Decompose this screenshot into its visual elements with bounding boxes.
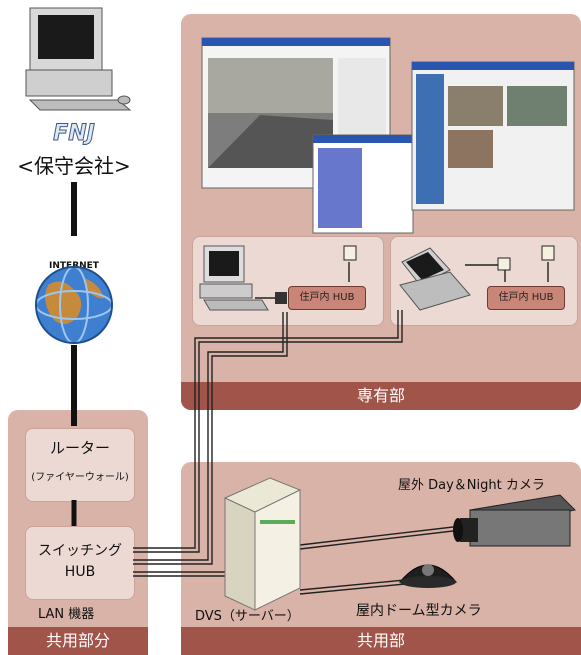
switching-hub-label-line1: スイッチング [38, 543, 122, 559]
indoor-camera-label: 屋内ドーム型カメラ [356, 603, 482, 619]
private-area-title: 専有部 [356, 386, 405, 405]
lan-area-title: 共用部分 [45, 631, 110, 650]
unit-left-wall-jack-icon [343, 245, 357, 261]
fnj-logo: FNJ [53, 121, 95, 146]
lan-cables [133, 262, 549, 595]
unit-right-hub-label: 住戸内 HUB [498, 292, 554, 303]
router-label: ルーター [49, 439, 110, 457]
server-label: DVS（サーバー） [195, 609, 300, 624]
dome-camera-icon [398, 564, 458, 588]
outdoor-camera-label: 屋外 Day＆Night カメラ [398, 478, 545, 493]
unit-left-hub-label: 住戸内 HUB [299, 292, 355, 303]
router-box [25, 428, 135, 502]
internet-label: INTERNET [49, 261, 100, 271]
unit-right-laptop-icon [399, 247, 471, 311]
globe-icon [35, 266, 113, 344]
unit-right-port-icon [497, 257, 511, 271]
lan-area-title-bar: 共用部分 [8, 627, 148, 655]
unit-right-hub: 住戸内 HUB [487, 286, 565, 310]
unit-right-wall-jack-icon [541, 245, 555, 261]
unit-left-hub: 住戸内 HUB [288, 286, 366, 310]
lan-equipment-label: LAN 機器 [38, 607, 95, 622]
switching-hub-label-line2: HUB [64, 564, 96, 580]
shared-area-title: 共用部 [356, 631, 405, 650]
dvs-server-icon [223, 477, 302, 611]
company-computer-icon [25, 7, 132, 111]
outdoor-camera-icon [453, 494, 577, 547]
private-area-title-bar: 専有部 [181, 382, 581, 410]
maintenance-company-label: <保守会社> [17, 154, 131, 178]
monitor-screenshots [201, 37, 575, 234]
switching-hub-box [25, 526, 135, 600]
shared-area-title-bar: 共用部 [181, 627, 581, 655]
unit-left-port-icon [275, 292, 287, 304]
unit-left-desktop-icon [199, 245, 269, 311]
firewall-label: (ファイヤーウォール) [31, 472, 129, 483]
